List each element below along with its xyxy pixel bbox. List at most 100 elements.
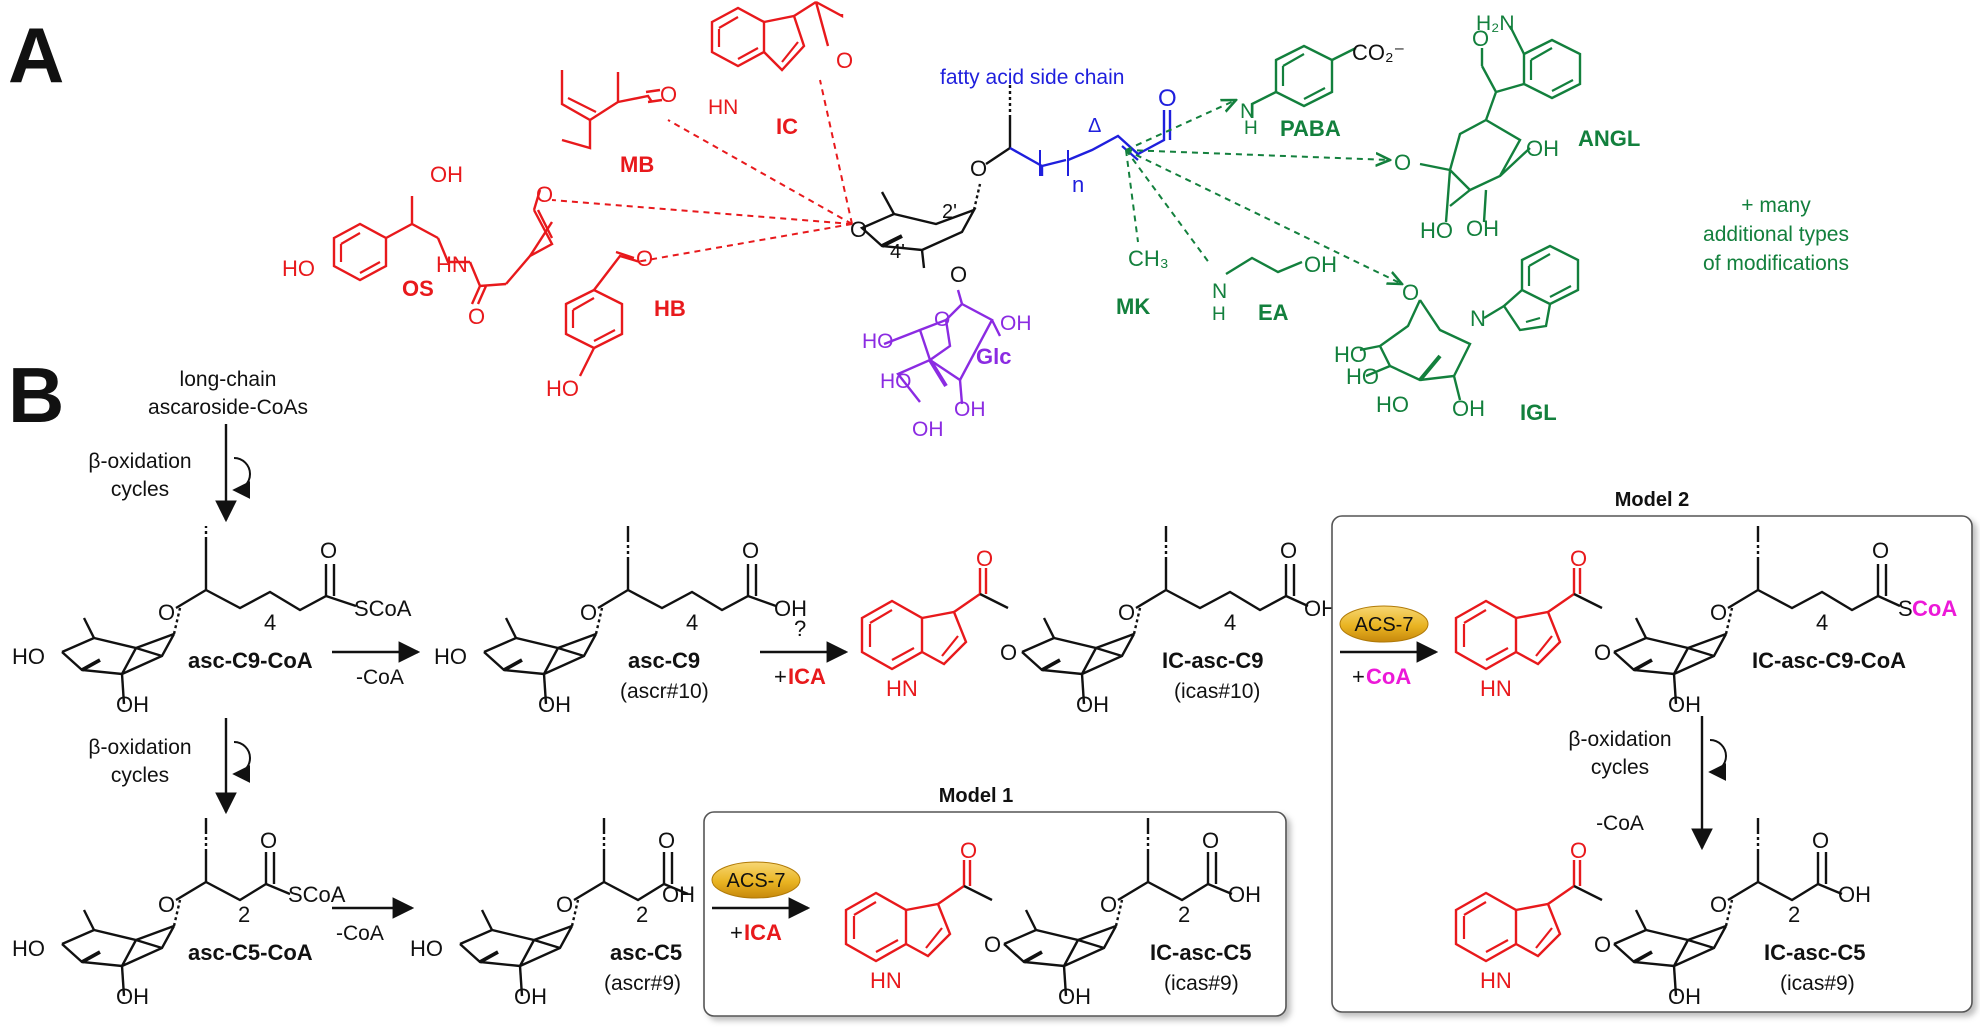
green-linkages — [1125, 100, 1402, 284]
icc5m2-o-carbonyl-acid: O — [1812, 828, 1829, 853]
icc9coa-s: S — [1898, 596, 1913, 621]
ea-moiety — [1225, 256, 1303, 276]
c5coa-n2: 2 — [238, 902, 250, 927]
igl-oh: OH — [1452, 396, 1485, 421]
igl-ho-2: HO — [1346, 364, 1379, 389]
model-2-title: Model 2 — [1615, 489, 1689, 511]
ic-asc-c5-model1-structure — [844, 818, 1233, 998]
ic-asc-c9-coa-structure — [1454, 526, 1901, 706]
cycle-icon-3 — [1708, 739, 1727, 781]
glc-ho-1: HO — [862, 330, 894, 353]
name-ic-asc-c9: IC-asc-C9 — [1162, 648, 1263, 673]
c5coa-ho: HO — [12, 936, 45, 961]
glc-ho-2: HO — [880, 370, 912, 393]
beta-ox-label-3a: β-oxidation — [1568, 728, 1671, 751]
c9coa-o: O — [158, 600, 175, 625]
glc-oh-2: OH — [954, 398, 986, 421]
label-mk: MK — [1116, 294, 1150, 319]
cycle-icon-2 — [232, 741, 251, 783]
ea-n: N — [1212, 280, 1227, 303]
igl-n: N — [1470, 306, 1486, 331]
paba-moiety — [1250, 44, 1357, 116]
asc-c5-structure — [458, 818, 689, 998]
angl-o-link: O — [1394, 150, 1411, 175]
mb-moiety — [560, 70, 663, 150]
name-icas10: (icas#10) — [1174, 680, 1260, 703]
ic-hn: HN — [708, 96, 738, 119]
icc5m2-oh: OH — [1668, 984, 1701, 1009]
core-o-4: O — [850, 217, 867, 242]
minus-coa-1: -CoA — [356, 666, 404, 689]
label-ea: EA — [1258, 300, 1289, 325]
igl-moiety — [1359, 244, 1580, 401]
acs7-enzyme-1 — [711, 861, 801, 899]
panel-label-a: A — [8, 11, 64, 99]
name-asc-c5: asc-C5 — [610, 940, 682, 965]
icc9coa-coa: CoA — [1912, 596, 1957, 621]
label-4prime: 4' — [890, 241, 905, 263]
os-moiety — [332, 189, 554, 305]
minus-coa-3: -CoA — [1596, 812, 1644, 835]
icc5m1-o-carbonyl-acid: O — [1202, 828, 1219, 853]
c5-o: O — [556, 892, 573, 917]
note-line-2: additional types — [1703, 223, 1849, 246]
glc-moiety — [883, 289, 1002, 405]
central-ascaroside — [859, 183, 982, 269]
c9-ho: HO — [434, 644, 467, 669]
os-oh: OH — [430, 162, 463, 187]
ea-oh: OH — [1304, 252, 1337, 277]
angl-o-ester: O — [1472, 26, 1489, 51]
angl-h2n: H₂N — [1476, 12, 1514, 35]
ica-label-2: ICA — [744, 920, 782, 945]
icc9-o-ester: O — [1000, 640, 1017, 665]
icc5m1-oh-acid: OH — [1228, 882, 1261, 907]
label-n: n — [1072, 172, 1084, 197]
igl-o-link: O — [1402, 280, 1419, 305]
icc9coa-o-carbonyl: O — [1570, 546, 1587, 571]
icc5m2-hn: HN — [1480, 968, 1512, 993]
icc9-o: O — [1118, 600, 1135, 625]
beta-ox-label-1b: cycles — [111, 478, 169, 501]
panel-label-b: B — [8, 351, 64, 439]
name-asc-c9-coa: asc-C9-CoA — [188, 648, 313, 673]
icc9coa-o-ester: O — [1594, 640, 1611, 665]
c9-n4: 4 — [686, 610, 698, 635]
glc-oh-3: OH — [912, 418, 944, 441]
ic-asc-c9-structure — [860, 526, 1309, 706]
icc9-hn: HN — [886, 676, 918, 701]
icc5m2-o-carbonyl: O — [1570, 838, 1587, 863]
paba-h: H — [1244, 118, 1258, 139]
icc9coa-o: O — [1710, 600, 1727, 625]
c5-n2: 2 — [636, 902, 648, 927]
asc-c5-coa-structure — [60, 818, 291, 998]
name-icas9-m1: (icas#9) — [1164, 972, 1239, 995]
name-asc-c5-coa: asc-C5-CoA — [188, 940, 313, 965]
c5coa-oh: OH — [116, 984, 149, 1009]
minus-coa-2: -CoA — [336, 922, 384, 945]
label-mb: MB — [620, 152, 654, 177]
name-ic-asc-c9-coa: IC-asc-C9-CoA — [1752, 648, 1906, 673]
c9coa-scoa: SCoA — [354, 596, 412, 621]
note-line-1: + many — [1741, 194, 1811, 217]
name-icas9-m2: (icas#9) — [1780, 972, 1855, 995]
hb-ho: HO — [546, 376, 579, 401]
c9coa-o-carbonyl: O — [320, 538, 337, 563]
os-o-keto: O — [536, 182, 553, 207]
beta-ox-label-1a: β-oxidation — [88, 450, 191, 473]
igl-ho-3: HO — [1376, 392, 1409, 417]
label-igl: IGL — [1520, 400, 1557, 425]
side-chain-label: fatty acid side chain — [940, 66, 1124, 89]
ic-moiety — [710, 0, 844, 72]
paba-co2: CO₂⁻ — [1352, 40, 1405, 65]
icc5m2-o: O — [1710, 892, 1727, 917]
ic-asc-c5-model2-structure — [1454, 818, 1843, 998]
glc-ring-o: O — [934, 308, 950, 331]
icc9coa-hn: HN — [1480, 676, 1512, 701]
c5coa-o-carbonyl: O — [260, 828, 277, 853]
icc5m2-n2: 2 — [1788, 902, 1800, 927]
name-ic-asc-c5-m1: IC-asc-C5 — [1150, 940, 1251, 965]
note-line-3: of modifications — [1703, 252, 1849, 275]
ea-h: H — [1212, 304, 1226, 325]
c9-oh: OH — [538, 692, 571, 717]
